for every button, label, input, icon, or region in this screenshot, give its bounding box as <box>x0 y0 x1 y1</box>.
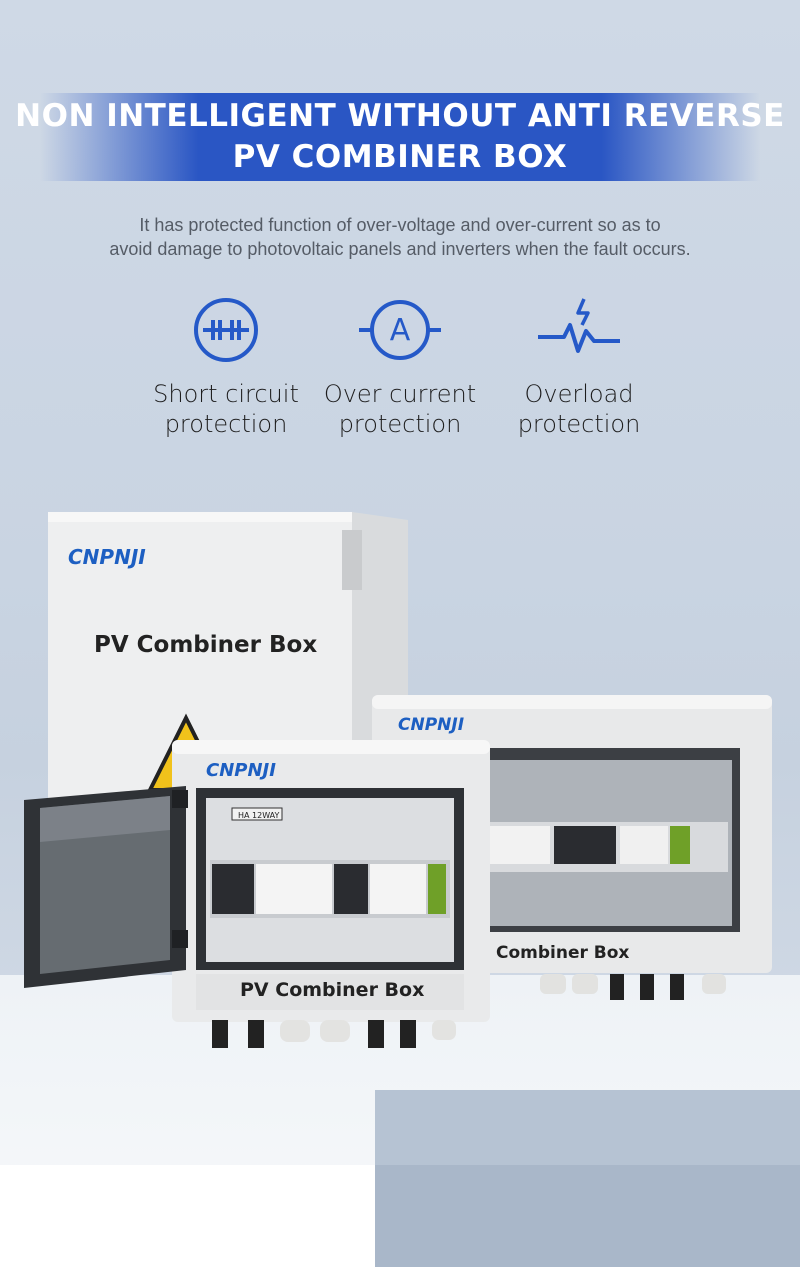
right-brand-logo: CNPNJI <box>398 715 464 735</box>
ammeter-icon: A <box>359 300 441 360</box>
feature-label-line-1: Short circuit <box>153 380 299 408</box>
right-product-label: Combiner Box <box>496 943 629 963</box>
description-line-1: It has protected function of over-voltag… <box>139 215 661 235</box>
back-brand-logo: CNPNJI <box>68 545 146 569</box>
front-product-label: PV Combiner Box <box>240 979 424 1001</box>
description: It has protected function of over-voltag… <box>40 213 760 261</box>
title-line-1: NON INTELLIGENT WITHOUT ANTI REVERSE <box>15 98 785 134</box>
feature-label-line-2: protection <box>338 410 462 438</box>
breaker-tag: HA 12WAY <box>238 811 280 820</box>
back-product-label: PV Combiner Box <box>94 632 317 658</box>
feature-short-circuit: Short circuit protection <box>131 295 321 439</box>
floor-block-front <box>375 1165 800 1267</box>
front-brand-logo: CNPNJI <box>206 760 276 781</box>
title-banner <box>40 93 760 181</box>
product-image: CNPNJI PV Combiner Box CNPNJI Combiner B… <box>24 512 772 1048</box>
open-door <box>24 786 188 988</box>
feature-label-line-1: Overload <box>524 380 634 408</box>
title-line-2: PV COMBINER BOX <box>232 139 568 175</box>
feature-over-current: A Over current protection <box>305 295 495 439</box>
feature-label-line-2: protection <box>164 410 288 438</box>
floor-white <box>0 1165 375 1267</box>
ammeter-glyph: A <box>390 313 411 348</box>
description-line-2: avoid damage to photovoltaic panels and … <box>109 239 691 259</box>
short-circuit-icon <box>194 298 258 362</box>
front-enclosure: CNPNJI HA 12WAY PV Combiner Box <box>172 740 490 1048</box>
feature-overload: Overload protection <box>484 295 674 439</box>
page-title: NON INTELLIGENT WITHOUT ANTI REVERSE PV … <box>0 96 800 178</box>
overload-icon <box>538 298 620 353</box>
feature-label-line-1: Over current <box>323 380 477 408</box>
feature-label-line-2: protection <box>517 410 641 438</box>
